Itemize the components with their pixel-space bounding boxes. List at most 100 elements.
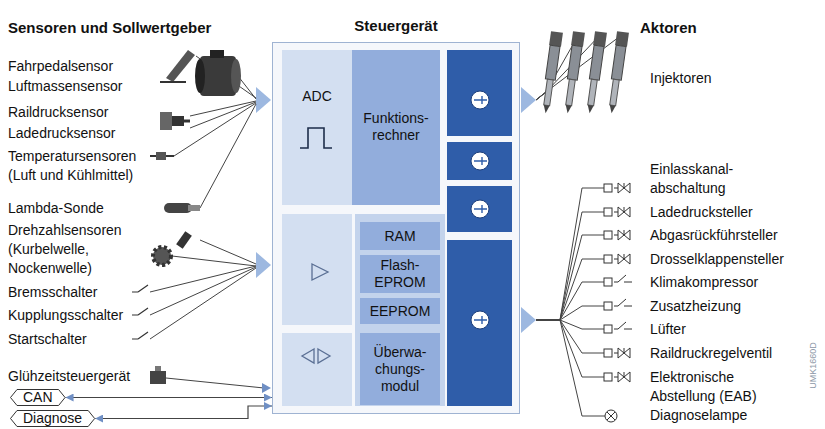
actuator-wire	[536, 320, 604, 329]
pressure-sensor-icon	[172, 116, 184, 126]
unit-heading: Steuergerät	[273, 17, 519, 34]
actuator-label: Einlasskanal- abschaltung	[650, 160, 790, 198]
lambda-sensor-icon	[164, 203, 200, 213]
sensor-wire	[150, 267, 256, 315]
actuator-wire	[536, 188, 604, 320]
air-mass-meter-icon	[210, 50, 224, 58]
relay-symbol	[614, 275, 632, 282]
injector-icon	[606, 31, 629, 114]
pressure-sensor-icon	[160, 112, 190, 130]
signal-arrowhead	[262, 383, 271, 393]
driver-stage	[474, 205, 487, 213]
connector	[66, 397, 272, 398]
injector-icon	[562, 31, 585, 114]
valve-symbol	[614, 207, 630, 217]
actuator-label: Abgasrückführsteller	[650, 226, 778, 245]
valve-symbol	[604, 208, 612, 216]
input-stage-symbol	[312, 264, 328, 280]
tag-outline	[11, 411, 95, 427]
sensor-wire	[166, 378, 264, 388]
box-text: EEPROM	[370, 303, 431, 320]
actuator-wire	[536, 259, 604, 320]
injector-icon	[584, 31, 607, 114]
sensor-wire	[174, 103, 256, 156]
bus-interface-symbol	[302, 349, 330, 363]
temperature-sensor-icon	[156, 152, 166, 160]
input-stage-symbol	[312, 264, 328, 280]
bus-interface-symbol	[302, 349, 314, 363]
sensor-label: Ladedrucksensor	[8, 124, 115, 143]
sensor-label: Temperatursensoren (Luft und Kühlmittel)	[8, 147, 150, 185]
tag-outline	[11, 390, 66, 406]
memory-box: RAM	[360, 222, 440, 250]
driver-stage	[474, 157, 487, 165]
driver-stage	[471, 152, 489, 170]
memory-box: Flash- EPROM	[360, 255, 440, 293]
valve-symbol	[604, 349, 612, 357]
sensor-wire	[172, 256, 256, 266]
injector-icon	[610, 79, 620, 106]
valve-symbol	[614, 183, 630, 193]
box-text: ADC	[302, 88, 332, 105]
valve-symbol	[604, 373, 612, 381]
sensor-label: Kupplungsschalter	[8, 306, 123, 325]
actuator-label: Diagnoselampe	[650, 406, 747, 425]
bus-interface-tag: CAN	[10, 389, 66, 406]
control-unit-panels	[282, 333, 352, 406]
injector-icon	[540, 31, 563, 114]
relay-symbol	[604, 302, 612, 310]
sensor-label: Startschalter	[8, 330, 87, 349]
signal-arrowhead	[521, 87, 536, 113]
pedal-icon	[166, 50, 195, 82]
valve-symbol	[604, 184, 612, 192]
pedal-icon	[160, 50, 195, 82]
column-header: Sensoren und Sollwertgeber	[8, 18, 211, 37]
valve-symbol	[614, 372, 630, 382]
glow-control-unit-icon	[150, 371, 166, 384]
lamp-symbol	[607, 412, 615, 420]
pulse-symbol	[300, 128, 332, 148]
function-processor: Funktions- rechner	[352, 50, 440, 205]
actuator-wire	[536, 306, 604, 320]
injector-icon	[549, 31, 563, 47]
lambda-sensor-icon	[188, 205, 200, 211]
actuator-label: Klimakompressor	[650, 273, 758, 292]
air-mass-meter-icon	[231, 59, 241, 93]
pulse-symbol	[300, 128, 332, 148]
box-text: Funktions- rechner	[359, 110, 433, 144]
control-unit-panels	[272, 42, 520, 414]
driver-stage	[474, 96, 487, 104]
injector-icon	[615, 31, 629, 47]
injector-icon	[540, 31, 629, 114]
lambda-sensor-icon	[164, 203, 192, 213]
driver-stage	[471, 91, 489, 329]
driver-stage	[474, 316, 487, 324]
bus-interface-symbol	[318, 349, 330, 363]
valve-symbol	[614, 254, 630, 264]
switch-symbol	[132, 308, 148, 315]
pedal-icon	[160, 81, 186, 83]
sensor-label: Lambda-Sonde	[8, 199, 104, 218]
injector-icon	[567, 45, 582, 80]
actuator-label: Ladedrucksteller	[650, 203, 753, 222]
lamp-symbol	[605, 410, 617, 422]
injector-icon	[593, 31, 607, 47]
control-unit: SteuergerätADCFunktions- rechnerRAMFlash…	[272, 42, 520, 414]
watermark: UMK1660D	[808, 342, 819, 389]
driver-stage	[447, 50, 512, 136]
valve-symbol	[604, 231, 612, 239]
valve-symbol	[614, 348, 630, 358]
actuator-wire	[536, 320, 604, 353]
injector-icon	[543, 105, 550, 114]
speed-sensor-icon	[153, 231, 192, 265]
injector-icon	[611, 45, 626, 80]
relay-symbol	[604, 275, 632, 333]
injector-icon	[588, 79, 598, 106]
actuator-label: Raildruckregelventil	[650, 344, 772, 363]
signal-arrowhead	[256, 87, 271, 113]
air-mass-meter-icon	[200, 56, 236, 96]
switch-symbol	[132, 285, 150, 292]
sensor-label: Glühzeitsteuergerät	[8, 367, 130, 386]
actuator-wire	[536, 320, 605, 416]
